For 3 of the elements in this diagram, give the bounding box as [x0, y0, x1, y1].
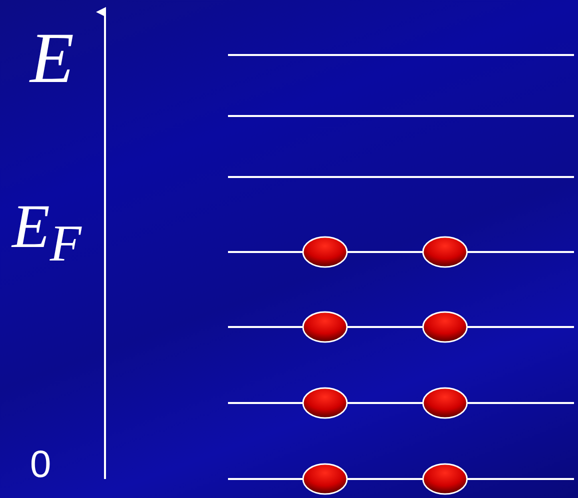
fermi-level-label: E$_{F}$ — [12, 196, 82, 270]
zero-label: 0 — [30, 446, 52, 484]
axis-label: E — [30, 22, 74, 94]
